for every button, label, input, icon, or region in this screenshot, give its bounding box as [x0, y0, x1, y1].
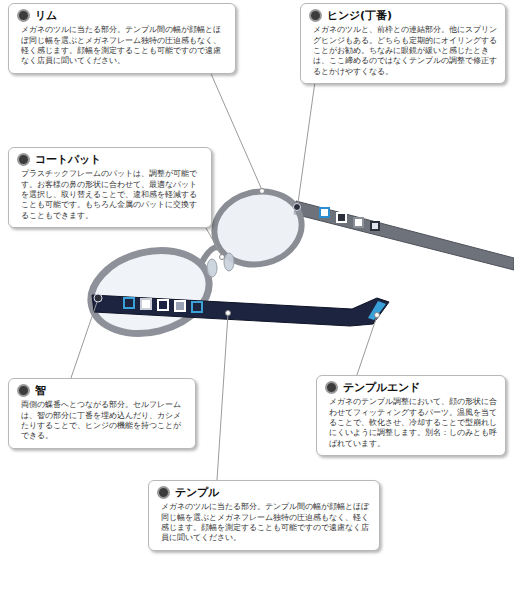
- callout-title: 智: [35, 384, 46, 397]
- heading-bullet: [17, 384, 30, 397]
- callout-heading-row: 智: [17, 384, 187, 397]
- leader-line: [205, 60, 262, 190]
- callout-heading-row: テンプルエンド: [325, 381, 497, 394]
- callout-title: リム: [35, 9, 57, 22]
- callout-heading-row: ヒンジ(丁番): [309, 9, 497, 22]
- callout-body: メガネのツルに当たる部分。テンプル間の幅が顔幅とほぼ同じ幅を選ぶとメガネフレーム…: [157, 502, 371, 544]
- near-rim: [82, 239, 218, 346]
- leader-dot: [226, 311, 231, 316]
- leader-dot: [220, 255, 225, 260]
- hinge-dot: [94, 294, 102, 302]
- temple-ornament: [320, 208, 329, 217]
- callout-box: テンプルエンドメガネのテンプル調整において、顔の形状に合わせてフィッティングする…: [316, 375, 506, 456]
- callout-title: ヒンジ(丁番): [327, 9, 392, 22]
- callout-heading-row: リム: [17, 9, 227, 22]
- temple-tip: [368, 301, 386, 320]
- callout-body: メガネのツルと、前枠との連結部分。他にスプリングヒンジもある。どちらも定期的にオ…: [309, 25, 497, 77]
- temple-ornament: [175, 301, 185, 311]
- near-temple: [92, 295, 389, 326]
- nose-pad: [224, 253, 234, 271]
- leader-dot: [260, 189, 265, 194]
- heading-bullet: [157, 486, 170, 499]
- callout-box: テンプルメガネのツルに当たる部分。テンプル間の幅が顔幅とほぼ同じ幅を選ぶとメガネ…: [148, 480, 380, 551]
- temple-ornament: [141, 299, 151, 309]
- callout-box: リムメガネのツルに当たる部分。テンプル間の幅が顔幅とほぼ同じ幅を選ぶとメガネフレ…: [8, 3, 236, 74]
- far-rim: [207, 182, 310, 273]
- heading-bullet: [325, 381, 338, 394]
- callout-box: 智両側の蝶番へとつながる部分。セルフレームは、智の部分に丁番を埋め込んだり、カシ…: [8, 378, 196, 449]
- heading-bullet: [17, 153, 30, 166]
- callout-body: メガネのツルに当たる部分。テンプル間の幅が顔幅とほぼ同じ幅を選ぶとメガネフレーム…: [17, 25, 227, 67]
- callout-body: メガネのテンプル調整において、顔の形状に合わせてフィッティングするパーツ。温風を…: [325, 397, 497, 449]
- callout-title: コートパット: [35, 153, 101, 166]
- far-temple: [294, 201, 514, 270]
- heading-bullet: [309, 9, 322, 22]
- callout-box: ヒンジ(丁番) メガネのツルと、前枠との連結部分。他にスプリングヒンジもある。どち…: [300, 3, 506, 84]
- temple-ornament: [354, 218, 363, 227]
- callout-title: テンプルエンド: [343, 381, 420, 394]
- callout-heading-row: テンプル: [157, 486, 371, 499]
- callout-box: コートパットプラスチックフレームのパットは、調整が可能です。お客様の鼻の形状に合…: [8, 147, 212, 228]
- temple-ornament: [371, 222, 379, 230]
- heading-bullet: [17, 9, 30, 22]
- temple-ornament: [192, 302, 202, 312]
- temple-ornament: [337, 213, 346, 222]
- temple-ornament: [158, 300, 168, 310]
- callout-title: テンプル: [175, 486, 219, 499]
- hinge-dot: [294, 204, 301, 211]
- nose-pad: [207, 259, 217, 277]
- callout-body: プラスチックフレームのパットは、調整が可能です。お客様の鼻の形状に合わせて、最適…: [17, 169, 203, 221]
- callout-heading-row: コートパット: [17, 153, 203, 166]
- callout-body: 両側の蝶番へとつながる部分。セルフレームは、智の部分に丁番を埋め込んだり、カシメ…: [17, 400, 187, 442]
- leader-dot: [375, 313, 380, 318]
- temple-ornament: [124, 298, 134, 308]
